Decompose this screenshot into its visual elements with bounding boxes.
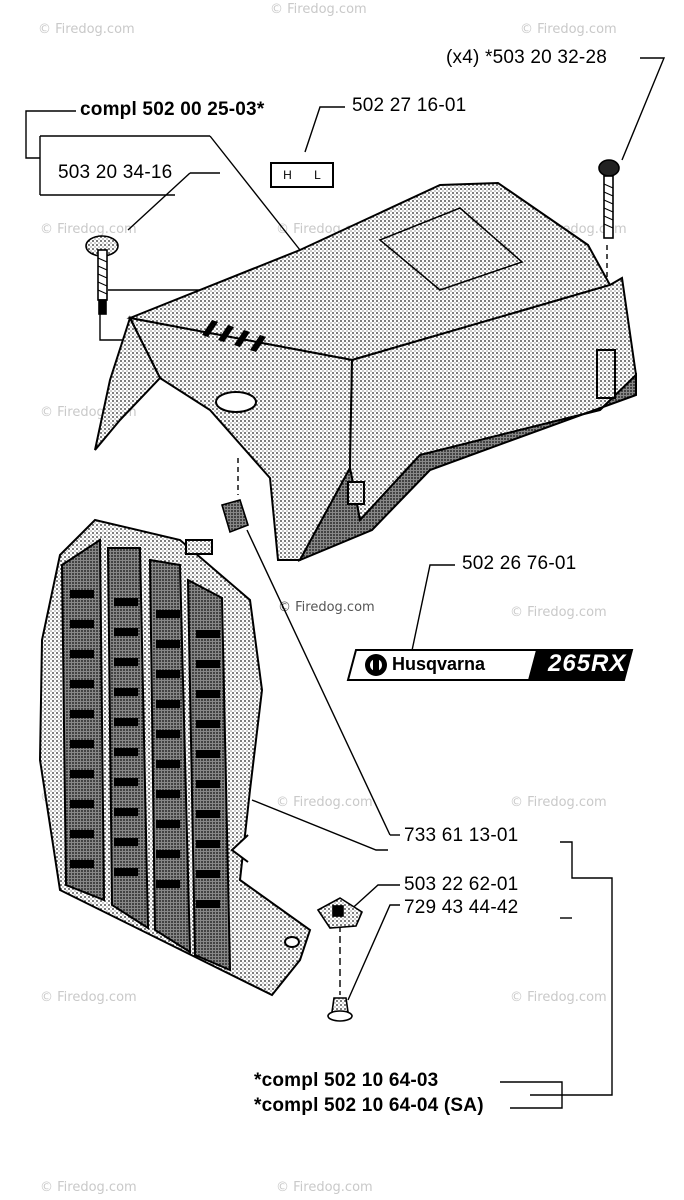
watermark: © Firedog.com [276, 1180, 373, 1195]
watermark: © Firedog.com [40, 990, 137, 1005]
label-compl-cover: compl 502 00 25-03* [80, 99, 265, 120]
screw-left [85, 235, 119, 315]
clip [221, 499, 249, 534]
watermark: © Firedog.com [40, 1180, 137, 1195]
decal-shape [346, 649, 634, 681]
hl-tag: H L [270, 162, 334, 188]
top-cover [94, 181, 638, 563]
label-nut-part: 503 22 62-01 [404, 874, 519, 895]
label-clip-part: 733 61 13-01 [404, 825, 519, 846]
tag-letter-h: H [283, 168, 292, 182]
watermark: © Firedog.com [520, 22, 617, 37]
bracket-line [25, 110, 76, 159]
watermark: © Firedog.com [270, 2, 367, 17]
label-compl-filter-a: *compl 502 10 64-03 [254, 1070, 439, 1091]
watermark: © Firedog.com [510, 795, 607, 810]
decal-brand: Husqvarna [392, 654, 486, 674]
watermark: © Firedog.com [278, 600, 375, 615]
screw-top-right [598, 159, 620, 239]
watermark: © Firedog.com [38, 22, 135, 37]
leader-line [209, 135, 301, 251]
husqvarna-decal: Husqvarna 265RX [346, 648, 634, 682]
pin [327, 997, 353, 1022]
air-filter [38, 518, 312, 997]
label-decal-part: 502 26 76-01 [462, 553, 577, 574]
label-screw-top-right: (x4) *503 20 32-28 [446, 47, 607, 68]
tag-letter-l: L [314, 168, 321, 182]
watermark: © Firedog.com [510, 990, 607, 1005]
watermark: © Firedog.com [510, 605, 607, 620]
nut [316, 897, 364, 929]
decal-model: 265RX [548, 650, 627, 677]
watermark: © Firedog.com [40, 222, 137, 237]
watermark: © Firedog.com [276, 795, 373, 810]
label-pin-part: 729 43 44-42 [404, 897, 519, 918]
label-tag-part: 502 27 16-01 [352, 95, 467, 116]
label-screw-left: 503 20 34-16 [58, 162, 173, 183]
label-compl-filter-b: *compl 502 10 64-04 (SA) [254, 1095, 484, 1116]
